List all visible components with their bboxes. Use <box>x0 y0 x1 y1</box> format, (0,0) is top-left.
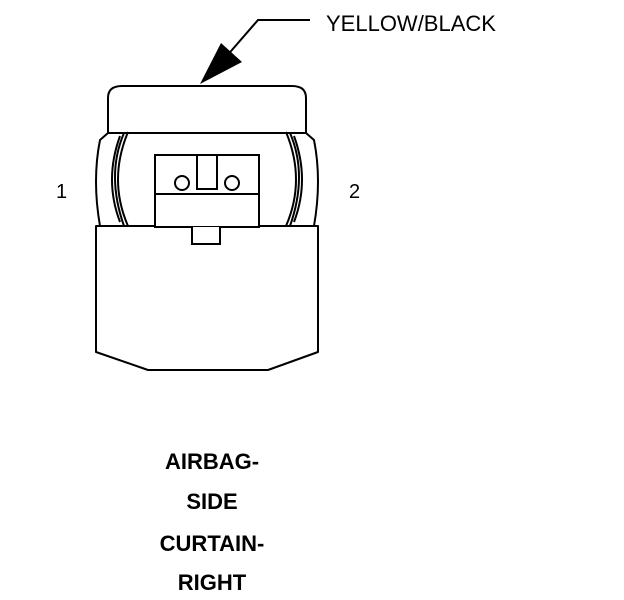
cavity-key-tab <box>191 227 221 245</box>
left-latch-arc-inner <box>111 135 121 223</box>
pin-label-2: 2 <box>349 181 360 203</box>
title-line-1: AIRBAG- <box>165 449 259 474</box>
title-line-2: SIDE <box>186 489 237 514</box>
cavity-center-post <box>196 154 218 190</box>
connector-top-cap <box>107 85 307 134</box>
title-line-4: RIGHT <box>178 570 247 595</box>
wire-callout <box>200 19 310 84</box>
terminal-pin-1 <box>174 175 190 191</box>
title-line-3: CURTAIN- <box>160 531 265 556</box>
right-latch <box>289 132 319 227</box>
connector-lower-housing <box>95 225 319 371</box>
component-title: AIRBAG- SIDE CURTAIN- RIGHT <box>160 449 265 595</box>
connector-body <box>95 85 319 371</box>
terminal-cavity <box>154 154 260 245</box>
wire-color-label: YELLOW/BLACK <box>326 11 496 36</box>
left-latch <box>95 132 125 227</box>
right-latch-arc-inner <box>293 135 303 223</box>
left-latch-arc-outer <box>117 131 129 227</box>
terminal-pin-2 <box>224 175 240 191</box>
callout-arrowhead <box>200 43 242 84</box>
right-latch-arc-outer <box>285 131 297 227</box>
pin-label-1: 1 <box>56 181 67 203</box>
callout-leader-line <box>224 19 310 59</box>
